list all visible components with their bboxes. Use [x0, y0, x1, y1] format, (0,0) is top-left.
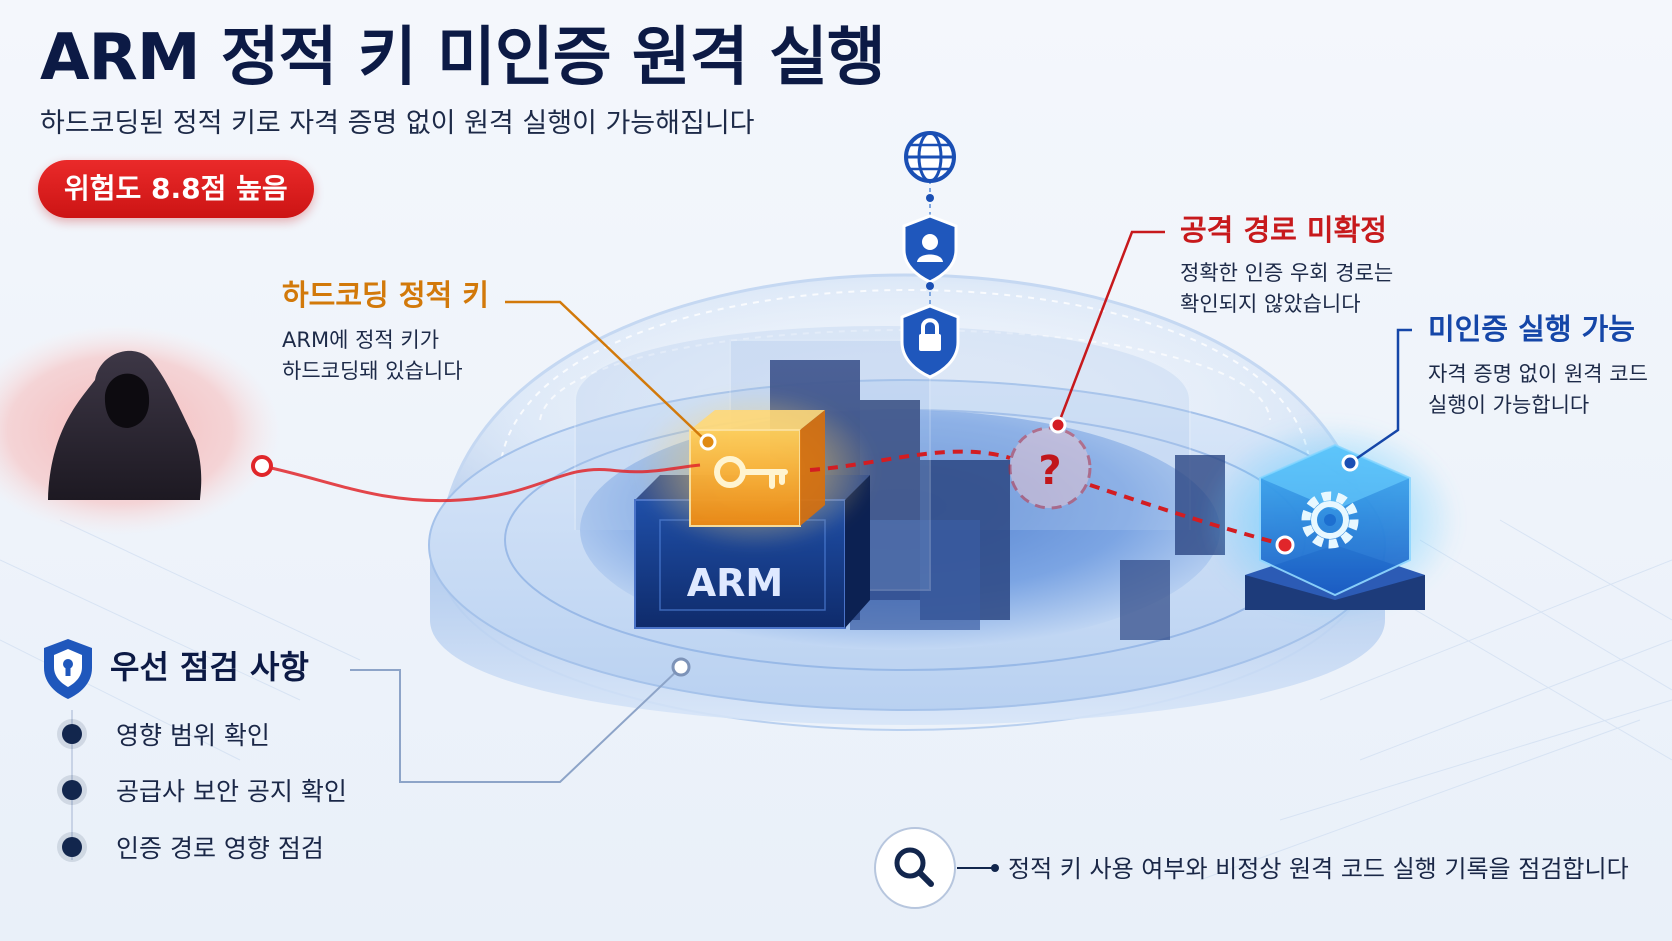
risk-score-badge: 위험도 8.8점 높음 — [38, 160, 314, 218]
unauth-exec-callout-line-2: 실행이 가능합니다 — [1428, 393, 1590, 418]
dome-ring-upper — [499, 289, 1311, 471]
attack-target-node — [1275, 535, 1295, 555]
attack-origin-node — [251, 455, 273, 477]
check-bullet — [62, 837, 82, 857]
priority-check-label: 인증 경로 영향 점검 — [116, 834, 324, 863]
unauth-exec-callout-line-1: 자격 증명 없이 원격 코드 — [1428, 361, 1648, 386]
attack-route-anchor — [1049, 416, 1067, 434]
priority-checks-title: 우선 점검 사항 — [110, 648, 309, 686]
shield-icon — [44, 639, 92, 699]
static-key-callout-line-1: ARM에 정적 키가 — [282, 327, 440, 352]
check-bullet — [62, 724, 82, 744]
user-shield-icon[interactable] — [902, 214, 958, 284]
unauth-exec-anchor — [1341, 454, 1359, 472]
attack-path-dashed-a — [809, 449, 1011, 472]
check-bullet — [62, 780, 82, 800]
bottom-note-anchor — [991, 864, 999, 872]
attack-route-leader — [1056, 230, 1165, 426]
checklist-anchor — [671, 657, 691, 677]
lock-shield-icon[interactable] — [900, 304, 960, 379]
attack-route-callout: 공격 경로 미확정 정확한 인증 우회 경로는 확인되지 않았습니다 — [1180, 213, 1393, 321]
attack-route-callout-title: 공격 경로 미확정 — [1180, 213, 1387, 247]
key-icon — [714, 456, 788, 489]
priority-check-item: 공급사 보안 공지 확인 — [62, 773, 347, 807]
priority-check-label: 공급사 보안 공지 확인 — [116, 777, 347, 806]
attack-route-callout-line-2: 확인되지 않았습니다 — [1180, 292, 1361, 317]
page-subtitle: 하드코딩된 정적 키로 자격 증명 없이 원격 실행이 가능해집니다 — [40, 108, 755, 139]
attack-path-solid — [261, 463, 701, 503]
stack-node-1 — [926, 194, 934, 202]
unauth-exec-callout-title: 미인증 실행 가능 — [1428, 312, 1635, 346]
bottom-note: 정적 키 사용 여부와 비정상 원격 코드 실행 기록을 점검합니다 — [1008, 855, 1629, 883]
hooded-attacker-icon — [48, 350, 202, 500]
stack-node-2 — [926, 282, 934, 290]
priority-check-item: 인증 경로 영향 점검 — [62, 830, 324, 864]
static-key-anchor — [699, 433, 717, 451]
attack-route-callout-line-1: 정확한 인증 우회 경로는 — [1180, 260, 1394, 285]
arm-label: ARM — [687, 561, 783, 605]
floor-grid — [0, 519, 1672, 881]
checklist-leader — [350, 667, 681, 783]
static-key-callout: 하드코딩 정적 키 ARM에 정적 키가 하드코딩돼 있습니다 — [282, 278, 489, 388]
gear-icon — [1301, 491, 1359, 549]
static-key-leader — [505, 300, 706, 441]
static-key-callout-line-2: 하드코딩돼 있습니다 — [282, 359, 463, 384]
attacker — [0, 325, 280, 535]
page-title: ARM 정적 키 미인증 원격 실행 — [40, 21, 886, 95]
unauth-exec-callout: 미인증 실행 가능 자격 증명 없이 원격 코드 실행이 가능합니다 — [1428, 312, 1648, 422]
search-icon[interactable] — [874, 827, 956, 909]
question-icon: ? — [1038, 448, 1061, 494]
unknown-route-marker[interactable]: ? — [1008, 426, 1092, 510]
priority-check-item: 영향 범위 확인 — [62, 717, 270, 751]
globe-icon[interactable] — [904, 131, 956, 183]
static-key-callout-title: 하드코딩 정적 키 — [282, 278, 489, 312]
gear-execution-box[interactable] — [1200, 420, 1460, 620]
attack-path-dashed-b — [1089, 483, 1286, 547]
priority-check-label: 영향 범위 확인 — [116, 721, 270, 750]
unauth-exec-leader — [1349, 328, 1412, 465]
